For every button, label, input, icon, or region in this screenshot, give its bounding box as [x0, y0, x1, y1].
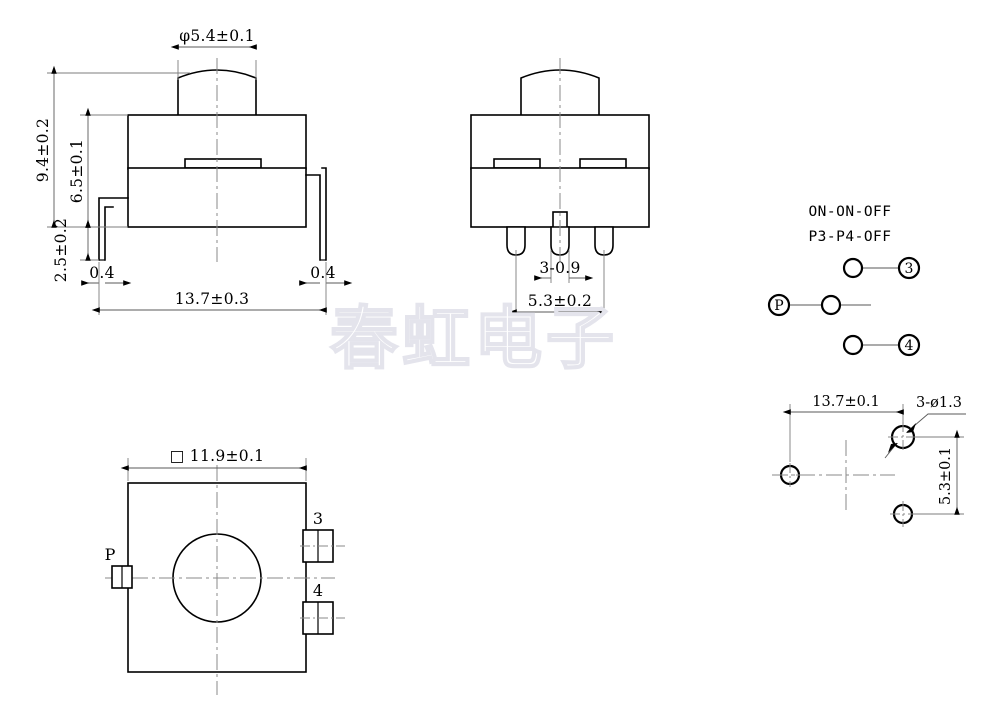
dim-pin-width-text: 3-0.9: [539, 259, 580, 277]
side-view-lead-right-outer: [321, 167, 327, 261]
side-view-lead-left-outer: [104, 206, 114, 261]
schematic-terminal-4-circle: [897, 333, 921, 357]
side-view-lead-left-inner: [98, 197, 129, 261]
front-view-seam-tab-right: [579, 158, 627, 169]
leader-arrow-upper: [906, 423, 916, 433]
schematic-terminal-P-circle: [767, 293, 791, 317]
schematic-terminal-3-circle: [897, 256, 921, 280]
side-view-group: φ5.4±0.1 9.4±0.2 6.5±0.1 2.5±0.2 0.4 0.4: [34, 27, 353, 315]
top-view-group: P 3 4 □ 11.9±0.1: [105, 447, 345, 695]
top-view-terminal-3-label: 3: [313, 509, 323, 528]
top-view-terminal-P-label: P: [105, 545, 116, 564]
front-view-seam-tab-left: [493, 158, 541, 169]
schematic-contact-3: [842, 257, 864, 279]
side-view-lead-right-inner: [305, 174, 321, 261]
schematic-terminal-3-label: 3: [905, 261, 914, 277]
footprint-group: 13.7±0.1 3-ø1.3 5.3±0.1: [772, 394, 966, 527]
dim-footprint-vertical-text: 5.3±0.1: [938, 447, 954, 505]
dim-hole-callout-text: 3-ø1.3: [916, 395, 962, 411]
schematic-contact-P: [820, 294, 842, 316]
front-view-group: 3-0.9 5.3±0.2: [470, 58, 650, 315]
dim-body-height-text: 6.5±0.1: [68, 139, 86, 203]
dim-lead-thickness-left-text: 0.4: [89, 264, 115, 282]
schematic-group: ON-ON-OFF P3-P4-OFF 3 P 4: [767, 204, 921, 357]
leader-hole-callout-upper: [906, 413, 966, 433]
schematic-title-line1: ON-ON-OFF: [808, 204, 891, 220]
dim-top-view-width-text: □ 11.9±0.1: [170, 447, 265, 465]
dim-lead-thickness-right-text: 0.4: [310, 264, 336, 282]
schematic-contact-4: [842, 334, 864, 356]
dim-plunger-diameter-text: φ5.4±0.1: [179, 27, 255, 45]
dim-footprint-horizontal-text: 13.7±0.1: [812, 394, 880, 410]
schematic-title-line2: P3-P4-OFF: [808, 229, 891, 245]
schematic-terminal-P-label: P: [774, 298, 783, 314]
top-view-terminal-4-label: 4: [313, 581, 323, 600]
schematic-terminal-4-label: 4: [905, 338, 914, 354]
side-view-seam-tab: [184, 158, 262, 169]
dim-overall-width-text: 13.7±0.3: [175, 290, 250, 308]
dim-lead-length-text: 2.5±0.2: [52, 218, 70, 282]
leader-arrow-lower: [888, 443, 898, 453]
dim-overall-height-text: 9.4±0.2: [34, 118, 52, 182]
dim-pin-pitch-text: 5.3±0.2: [528, 292, 592, 310]
